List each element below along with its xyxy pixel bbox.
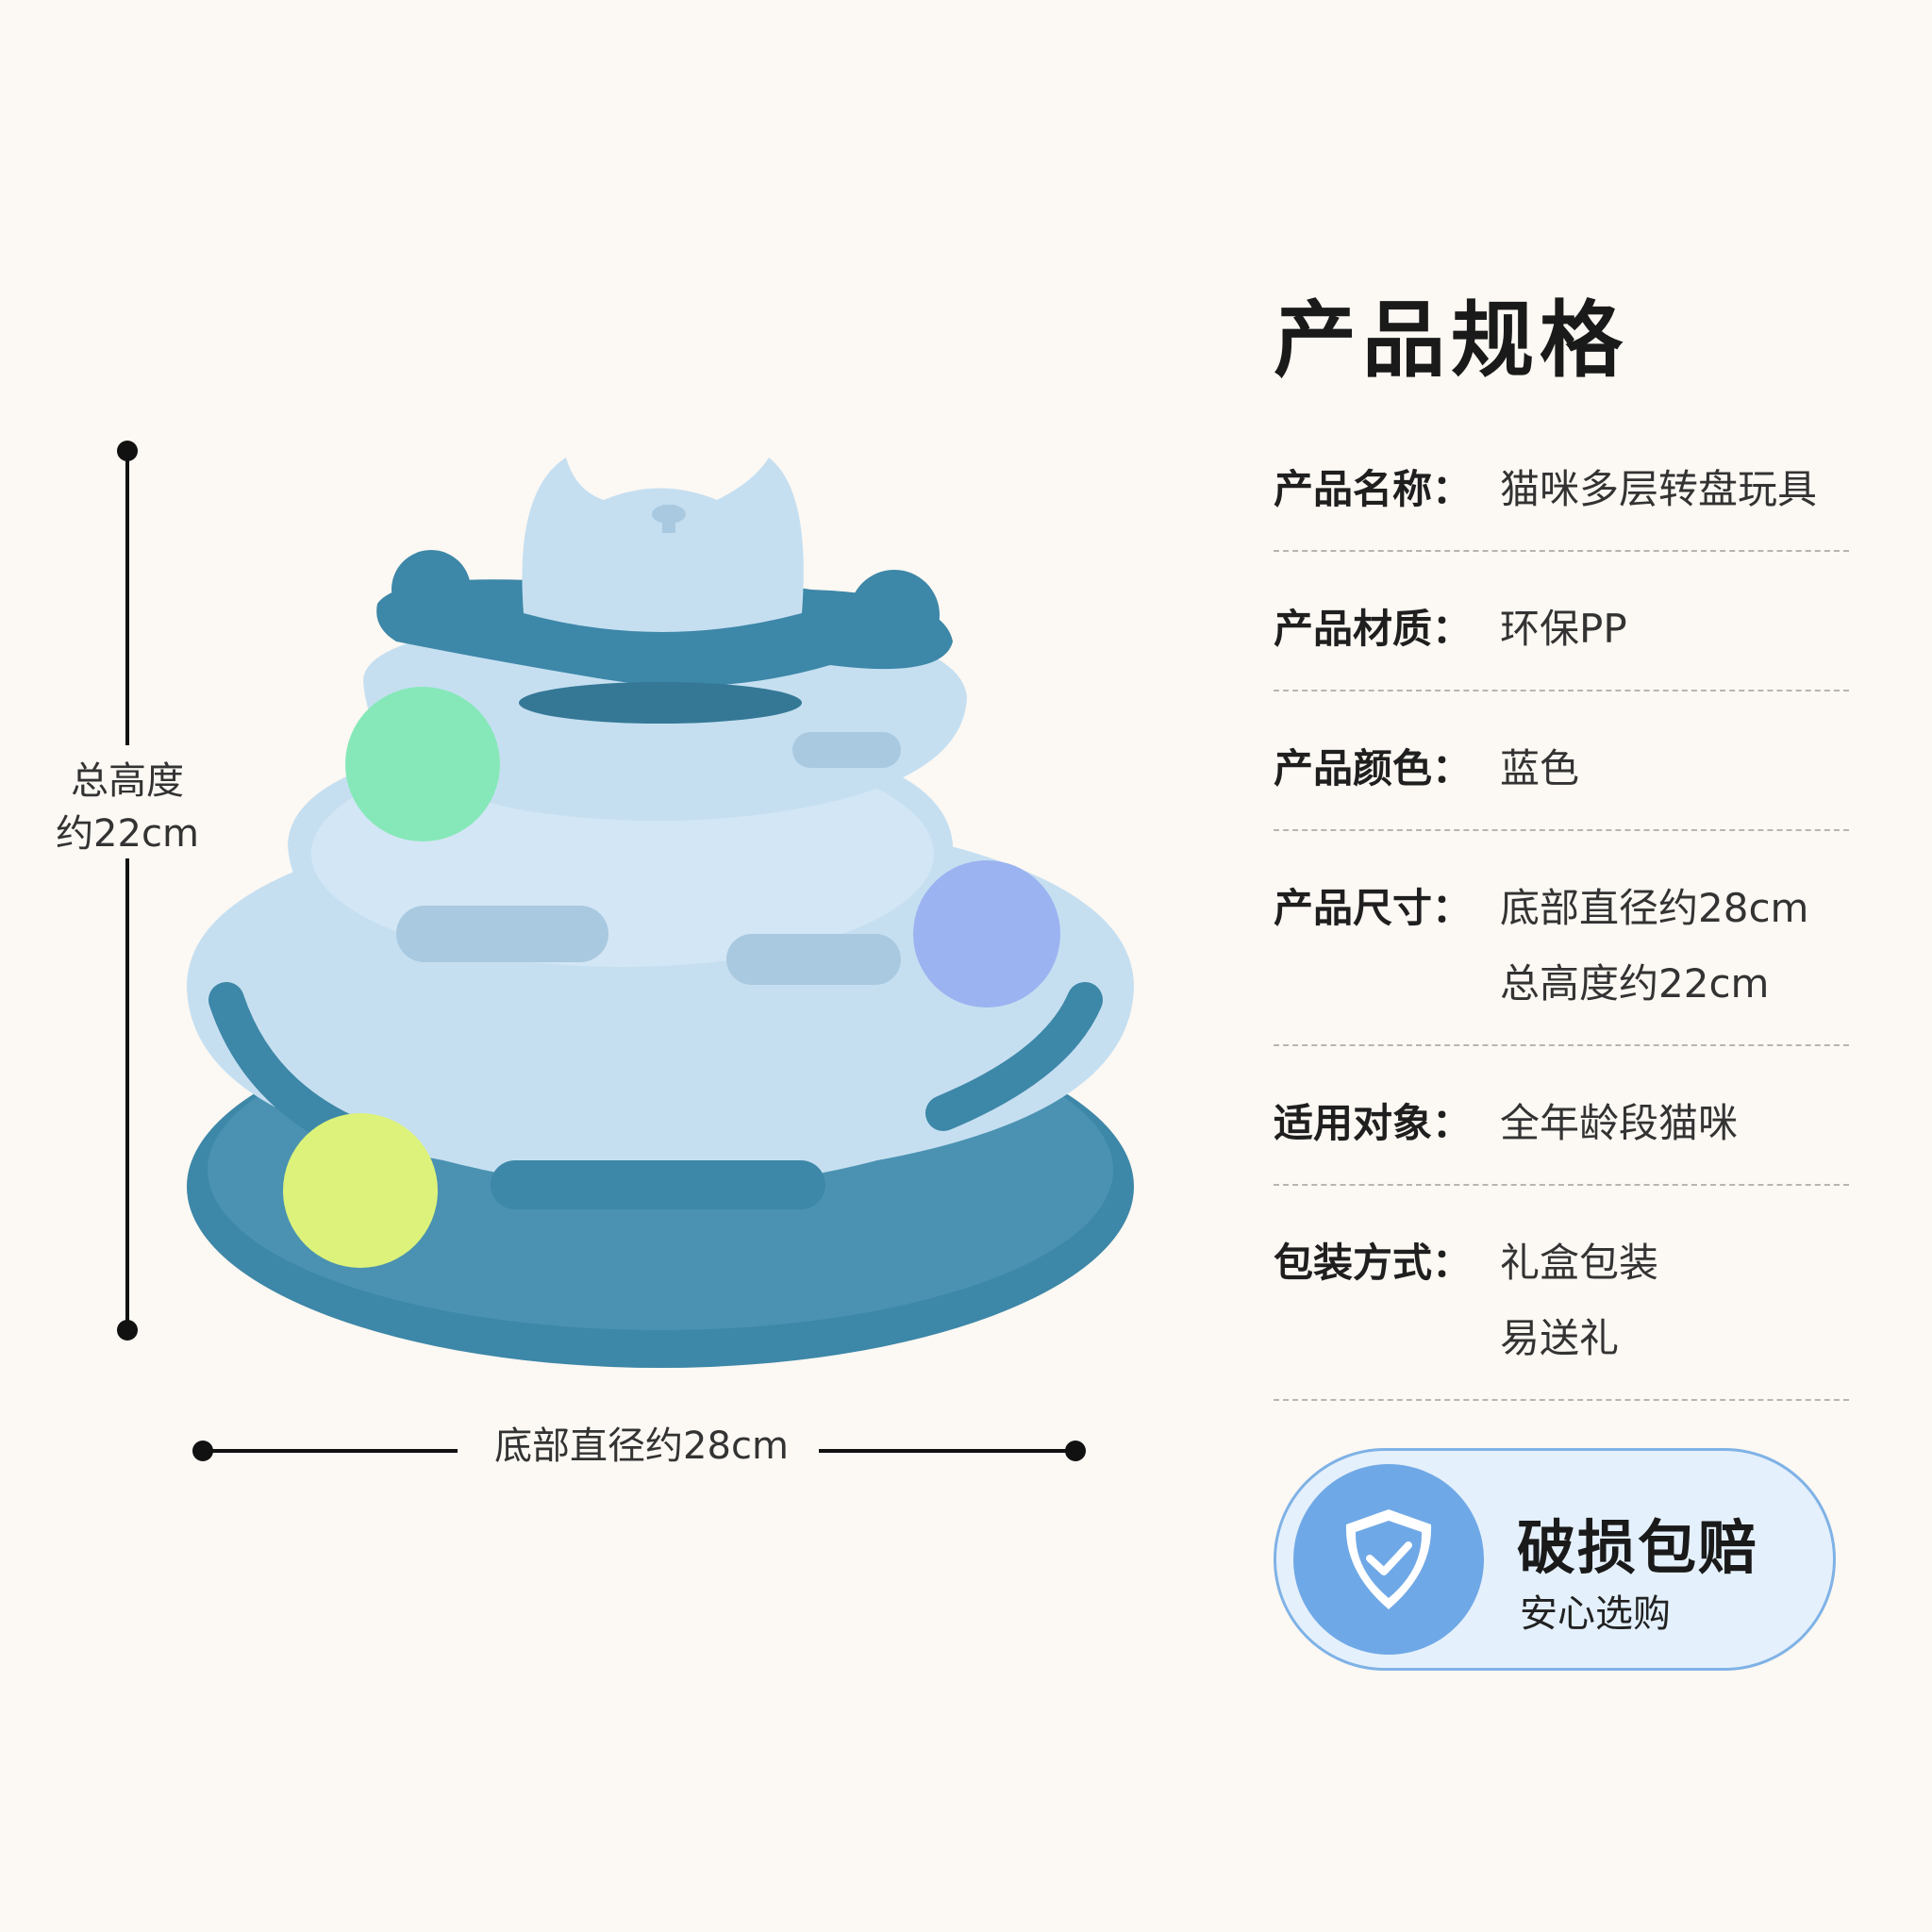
spec-key: 包装方式： — [1274, 1240, 1473, 1286]
cat-head-top — [522, 458, 804, 632]
spec-row-size: 产品尺寸： 底部直径约28cm 总高度约22cm — [1274, 859, 1849, 1046]
width-dimension-line — [192, 1441, 1086, 1461]
spec-value: 礼盒包装 — [1500, 1240, 1659, 1286]
ball-yellow — [283, 1113, 438, 1268]
spec-row-material: 产品材质： 环保PP — [1274, 580, 1849, 691]
guarantee-badge: 破损包赔 安心选购 — [1274, 1448, 1836, 1671]
width-dimension-label: 底部直径约28cm — [494, 1424, 789, 1468]
spec-value: 总高度约22cm — [1500, 960, 1770, 1007]
badge-title: 破损包赔 — [1517, 1513, 1759, 1582]
spec-values: 猫咪多层转盘玩具 — [1500, 459, 1817, 520]
spec-row-target: 适用对象： 全年龄段猫咪 — [1274, 1074, 1849, 1186]
spec-values: 礼盒包装 易送礼 — [1500, 1233, 1658, 1369]
spec-values: 蓝色 — [1500, 739, 1579, 799]
ball-green — [345, 687, 500, 841]
product-illustration — [117, 441, 1134, 1461]
spec-values: 全年龄段猫咪 — [1500, 1093, 1738, 1154]
spec-title: 产品规格 — [1274, 291, 1629, 389]
height-dimension-label: 总高度 约22cm — [28, 755, 226, 860]
spec-value: 蓝色 — [1500, 745, 1580, 791]
spec-panel: 产品规格 产品名称： 猫咪多层转盘玩具 产品材质： 环保PP 产品颜色： 蓝色 … — [1274, 274, 1849, 1429]
spec-value: 全年龄段猫咪 — [1500, 1100, 1739, 1146]
spec-value: 环保PP — [1500, 606, 1627, 652]
spec-key: 产品名称： — [1274, 466, 1473, 512]
spec-value: 猫咪多层转盘玩具 — [1500, 466, 1818, 512]
spec-key: 产品颜色： — [1274, 745, 1473, 791]
spec-key: 产品材质： — [1274, 606, 1473, 652]
knob-left — [391, 550, 471, 629]
spec-value: 易送礼 — [1500, 1315, 1620, 1361]
badge-subtitle: 安心选购 — [1520, 1592, 1671, 1636]
knob-right — [849, 570, 940, 660]
spec-values: 环保PP — [1500, 599, 1627, 659]
spec-key: 产品尺寸： — [1274, 885, 1473, 931]
spec-row-packaging: 包装方式： 礼盒包装 易送礼 — [1274, 1214, 1849, 1401]
height-dimension-line — [117, 441, 138, 1341]
spec-values: 底部直径约28cm 总高度约22cm — [1500, 878, 1808, 1014]
shield-check-icon — [1293, 1464, 1484, 1655]
height-label-line2: 约22cm — [56, 812, 199, 856]
spec-value: 底部直径约28cm — [1500, 885, 1809, 931]
ball-periwinkle — [913, 860, 1060, 1008]
spec-key: 适用对象： — [1274, 1100, 1473, 1146]
spec-row-color: 产品颜色： 蓝色 — [1274, 720, 1849, 831]
height-label-line1: 总高度 — [71, 759, 184, 803]
spec-row-name: 产品名称： 猫咪多层转盘玩具 — [1274, 441, 1849, 552]
